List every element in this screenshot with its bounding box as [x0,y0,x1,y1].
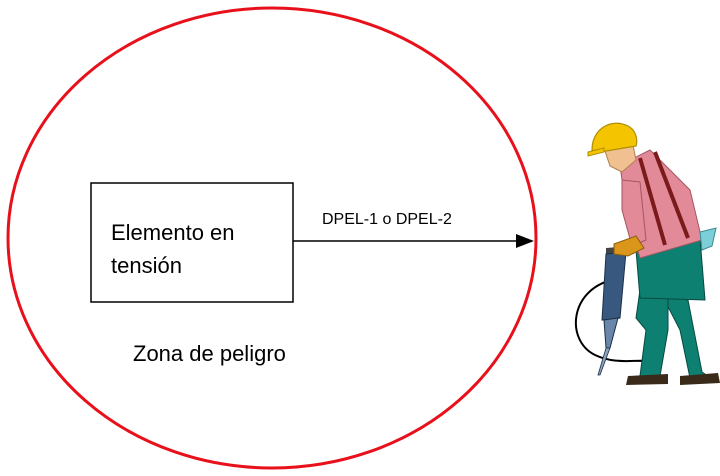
energized-element-box [90,182,294,303]
energized-element-label: Elemento en tensión [111,220,235,278]
danger-zone-ellipse [6,6,538,470]
danger-zone-label: Zona de peligro [133,341,286,366]
worker-with-jackhammer-icon [574,122,720,385]
distance-arrow-label: DPEL-1 o DPEL-2 [322,211,452,228]
distance-arrow [293,234,534,248]
